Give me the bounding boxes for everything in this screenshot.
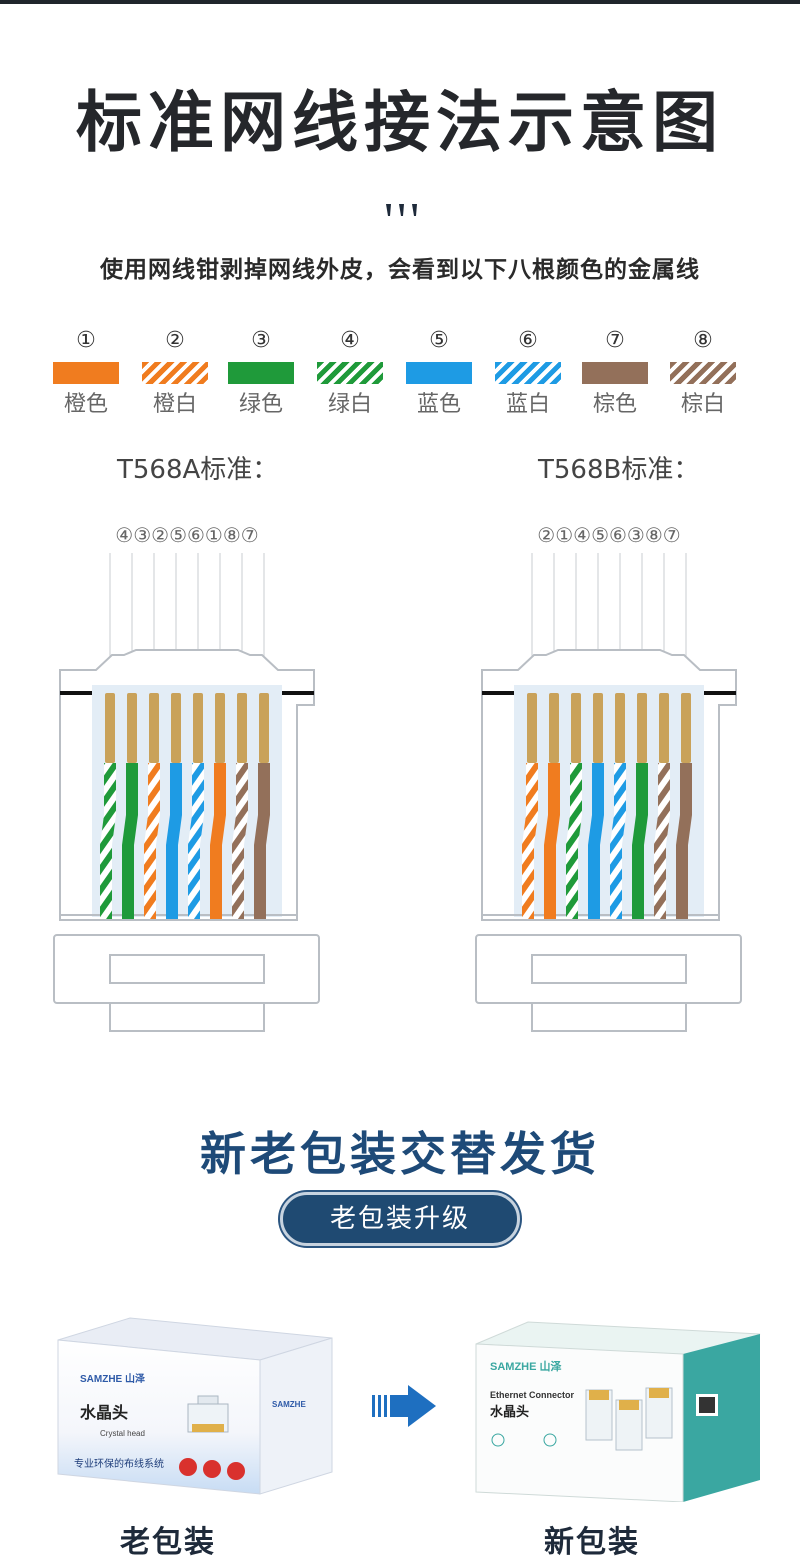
old-box-brand: SAMZHE 山泽 [80,1372,145,1385]
wire-蓝白 [188,693,204,919]
wire-swatch: ⑥ 蓝白 [495,328,561,418]
wire-绿色 [122,693,138,919]
packaging-title: 新老包装交替发货 [200,1127,600,1181]
wire-color-name: 蓝色 [416,392,461,417]
old-box-product: 水晶头 [80,1403,128,1422]
old-box-product-en: Crystal head [100,1429,145,1438]
wire-swatch: ⑦ 棕色 [582,328,648,418]
wire-number: ⑤ [429,328,449,353]
wire-绿白 [566,693,582,919]
t568b-connector-diagram: ②①④⑤⑥③⑧⑦ [475,523,742,1032]
wire-棕色 [676,693,692,919]
wire-棕色 [254,693,270,919]
t568b-label: T568B标准： [538,455,700,485]
wire-swatch: ⑤ 蓝色 [406,328,472,418]
connector-inner [514,685,704,917]
wire-橙色 [210,693,226,919]
wire-swatch: ② 橙白 [142,328,208,418]
wire-color-name: 棕白 [680,392,725,417]
wire-蓝色 [166,693,182,919]
svg-text:SAMZHE: SAMZHE [272,1400,306,1409]
old-box-slogan: 专业环保的布线系统 [74,1457,164,1470]
wire-color-bar [228,362,294,384]
pin-order-label: ②①④⑤⑥③⑧⑦ [537,523,680,547]
new-box-product: 水晶头 [490,1404,529,1420]
wire-橙白 [522,693,538,919]
wire-color-name: 绿色 [238,392,283,417]
wire-蓝白 [610,693,626,919]
page-title: 标准网线接法示意图 [76,84,724,161]
wire-color-bar [53,362,119,384]
wire-color-bar [317,362,383,384]
wire-number: ① [76,328,96,353]
wire-swatch: ④ 绿白 [317,328,383,418]
wire-棕白 [654,693,670,919]
connector-window [531,954,687,984]
wire-蓝色 [588,693,604,919]
wire-绿色 [632,693,648,919]
packaging-upgrade-badge: 老包装升级 [280,1192,520,1246]
wire-number: ④ [340,328,360,353]
wire-swatch: ① 橙色 [53,328,119,418]
wire-number: ③ [251,328,271,353]
wire-color-bar [142,362,208,384]
wire-swatch: ⑧ 棕白 [670,328,736,418]
wire-number: ⑥ [518,328,538,353]
subtitle: 使用网线钳剥掉网线外皮，会看到以下八根颜色的金属线 [100,257,700,283]
new-box-brand: SAMZHE 山泽 [490,1359,562,1373]
arrow-right-icon [372,1385,436,1427]
wire-绿白 [100,693,116,919]
pin-order-label: ④③②⑤⑥①⑧⑦ [115,523,258,547]
top-border [0,0,800,4]
wire-color-bar [495,362,561,384]
wire-color-name: 橙色 [63,392,108,417]
wire-color-bar [582,362,648,384]
wire-color-bar [406,362,472,384]
t568a-connector-diagram: ④③②⑤⑥①⑧⑦ [53,523,320,1032]
t568a-label: T568A标准： [117,455,279,485]
new-box-product-en: Ethernet Connector [490,1390,575,1400]
wire-color-name: 橙白 [152,392,197,417]
wire-棕白 [232,693,248,919]
quote-mark-icon [386,204,417,216]
new-package-image: SAMZHE 山泽 Ethernet Connector 水晶头 [475,1321,761,1502]
old-package-label: 老包装 [120,1525,216,1558]
wire-橙白 [144,693,160,919]
wire-color-bar [670,362,736,384]
connector-tail [531,1002,687,1032]
wire-swatch: ③ 绿色 [228,328,294,418]
new-package-label: 新包装 [544,1525,640,1558]
wire-color-name: 绿白 [327,392,372,417]
old-package-image: SAMZHE 山泽 水晶头 Crystal head 专业环保的布线系统 SAM… [57,1317,333,1495]
wire-number: ② [165,328,185,353]
connector-window [109,954,265,984]
wire-橙色 [544,693,560,919]
wire-color-name: 棕色 [592,392,637,417]
wire-number: ⑦ [605,328,625,353]
wire-color-name: 蓝白 [505,392,550,417]
connector-inner [92,685,282,917]
connector-tail [109,1002,265,1032]
wire-number: ⑧ [693,328,713,353]
